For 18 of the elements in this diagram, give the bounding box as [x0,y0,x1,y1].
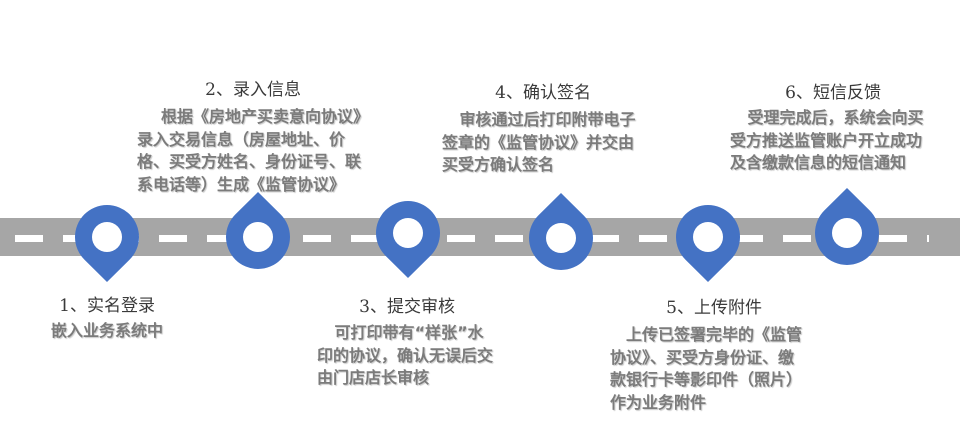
map-pin-icon [226,192,290,269]
map-pin-icon [815,188,879,265]
step-description: 可打印带有“样张”水印的协议，确认无误后交由门店店长审核 [317,322,494,389]
step-description: 审核通过后打印附带电子签章的《监管协议》并交由买受方确认签名 [442,109,637,176]
map-pin-icon [529,193,593,270]
step-title: 2、录入信息 [205,79,301,101]
map-pin-icon [676,205,740,282]
step-title: 4、确认签名 [495,82,591,104]
step-description: 上传已签署完毕的《监管协议》、买受方身份证、缴款银行卡等影印件（照片）作为业务附件 [610,324,803,414]
map-pin-icon [376,201,440,278]
step-description: 嵌入业务系统中 [50,320,164,342]
step-title: 1、实名登录 [59,295,155,317]
step-title: 6、短信反馈 [785,82,881,104]
map-pin-icon [75,205,139,282]
step-title: 3、提交审核 [359,296,455,318]
step-description: 受理完成后，系统会向买受方推送监管账户开立成功及含缴款信息的短信通知 [730,107,925,174]
step-description: 根据《房地产买卖意向协议》录入交易信息（房屋地址、价格、买受方姓名、身份证号、联系电话等）生成《监管协议》 [137,106,370,196]
step-title: 5、上传附件 [666,297,762,319]
